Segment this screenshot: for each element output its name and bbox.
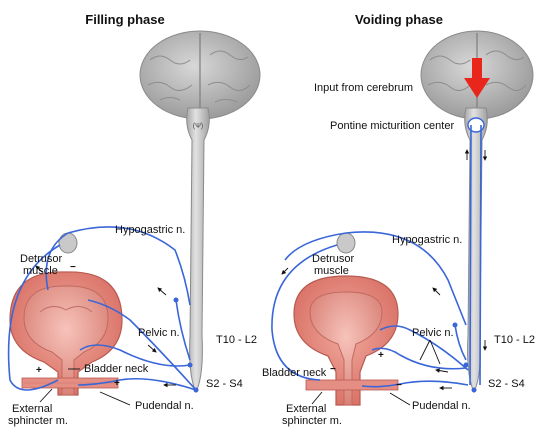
label-pudendal: Pudendal n. bbox=[412, 400, 471, 412]
bladder bbox=[9, 271, 123, 396]
label-t10-l2: T10 - L2 bbox=[216, 334, 257, 346]
label-hypogastric: Hypogastric n. bbox=[392, 234, 462, 246]
voiding-title: Voiding phase bbox=[355, 12, 443, 27]
filling-title: Filling phase bbox=[85, 12, 164, 27]
label-input-cerebrum: Input from cerebrum bbox=[314, 82, 413, 94]
spinal-cord: (Ψ) bbox=[186, 107, 210, 394]
label-t10-l2: T10 - L2 bbox=[494, 334, 535, 346]
direction-arrows bbox=[35, 265, 176, 388]
sign-neck: + bbox=[36, 365, 42, 376]
label-s2-s4: S2 - S4 bbox=[206, 378, 243, 390]
label-s2-s4: S2 - S4 bbox=[488, 378, 525, 390]
direction-arrows bbox=[281, 267, 452, 391]
label-hypogastric: Hypogastric n. bbox=[115, 224, 185, 236]
label-bladder-neck: Bladder neck bbox=[262, 367, 327, 379]
sign-sphincter: − bbox=[396, 380, 402, 391]
spinal-cord bbox=[464, 107, 488, 394]
sign-detrusor: − bbox=[70, 262, 76, 273]
sign-neck: − bbox=[330, 364, 336, 375]
filling-panel: Filling phase (Ψ) bbox=[7, 12, 261, 427]
ganglion bbox=[58, 232, 78, 254]
spinal-tracts bbox=[464, 124, 488, 386]
nerve-pathways bbox=[271, 231, 477, 393]
brain-icon bbox=[139, 30, 261, 120]
voiding-panel: Voiding phase bbox=[262, 12, 535, 427]
external-sphincter bbox=[305, 379, 399, 391]
label-pudendal: Pudendal n. bbox=[135, 400, 194, 412]
pmc-marker bbox=[467, 117, 485, 133]
label-pelvic: Pelvic n. bbox=[138, 327, 180, 339]
bladder bbox=[293, 275, 399, 406]
label-bladder-neck: Bladder neck bbox=[84, 363, 149, 375]
label-pelvic: Pelvic n. bbox=[412, 327, 454, 339]
label-pmc: Pontine micturition center bbox=[330, 120, 454, 132]
ganglion bbox=[336, 232, 356, 254]
sign-detrusor: + bbox=[378, 350, 384, 361]
svg-text:(Ψ): (Ψ) bbox=[193, 123, 204, 130]
nerve-pathways bbox=[7, 226, 199, 393]
sign-sphincter: + bbox=[114, 378, 120, 389]
cerebral-input-arrow bbox=[464, 58, 490, 98]
